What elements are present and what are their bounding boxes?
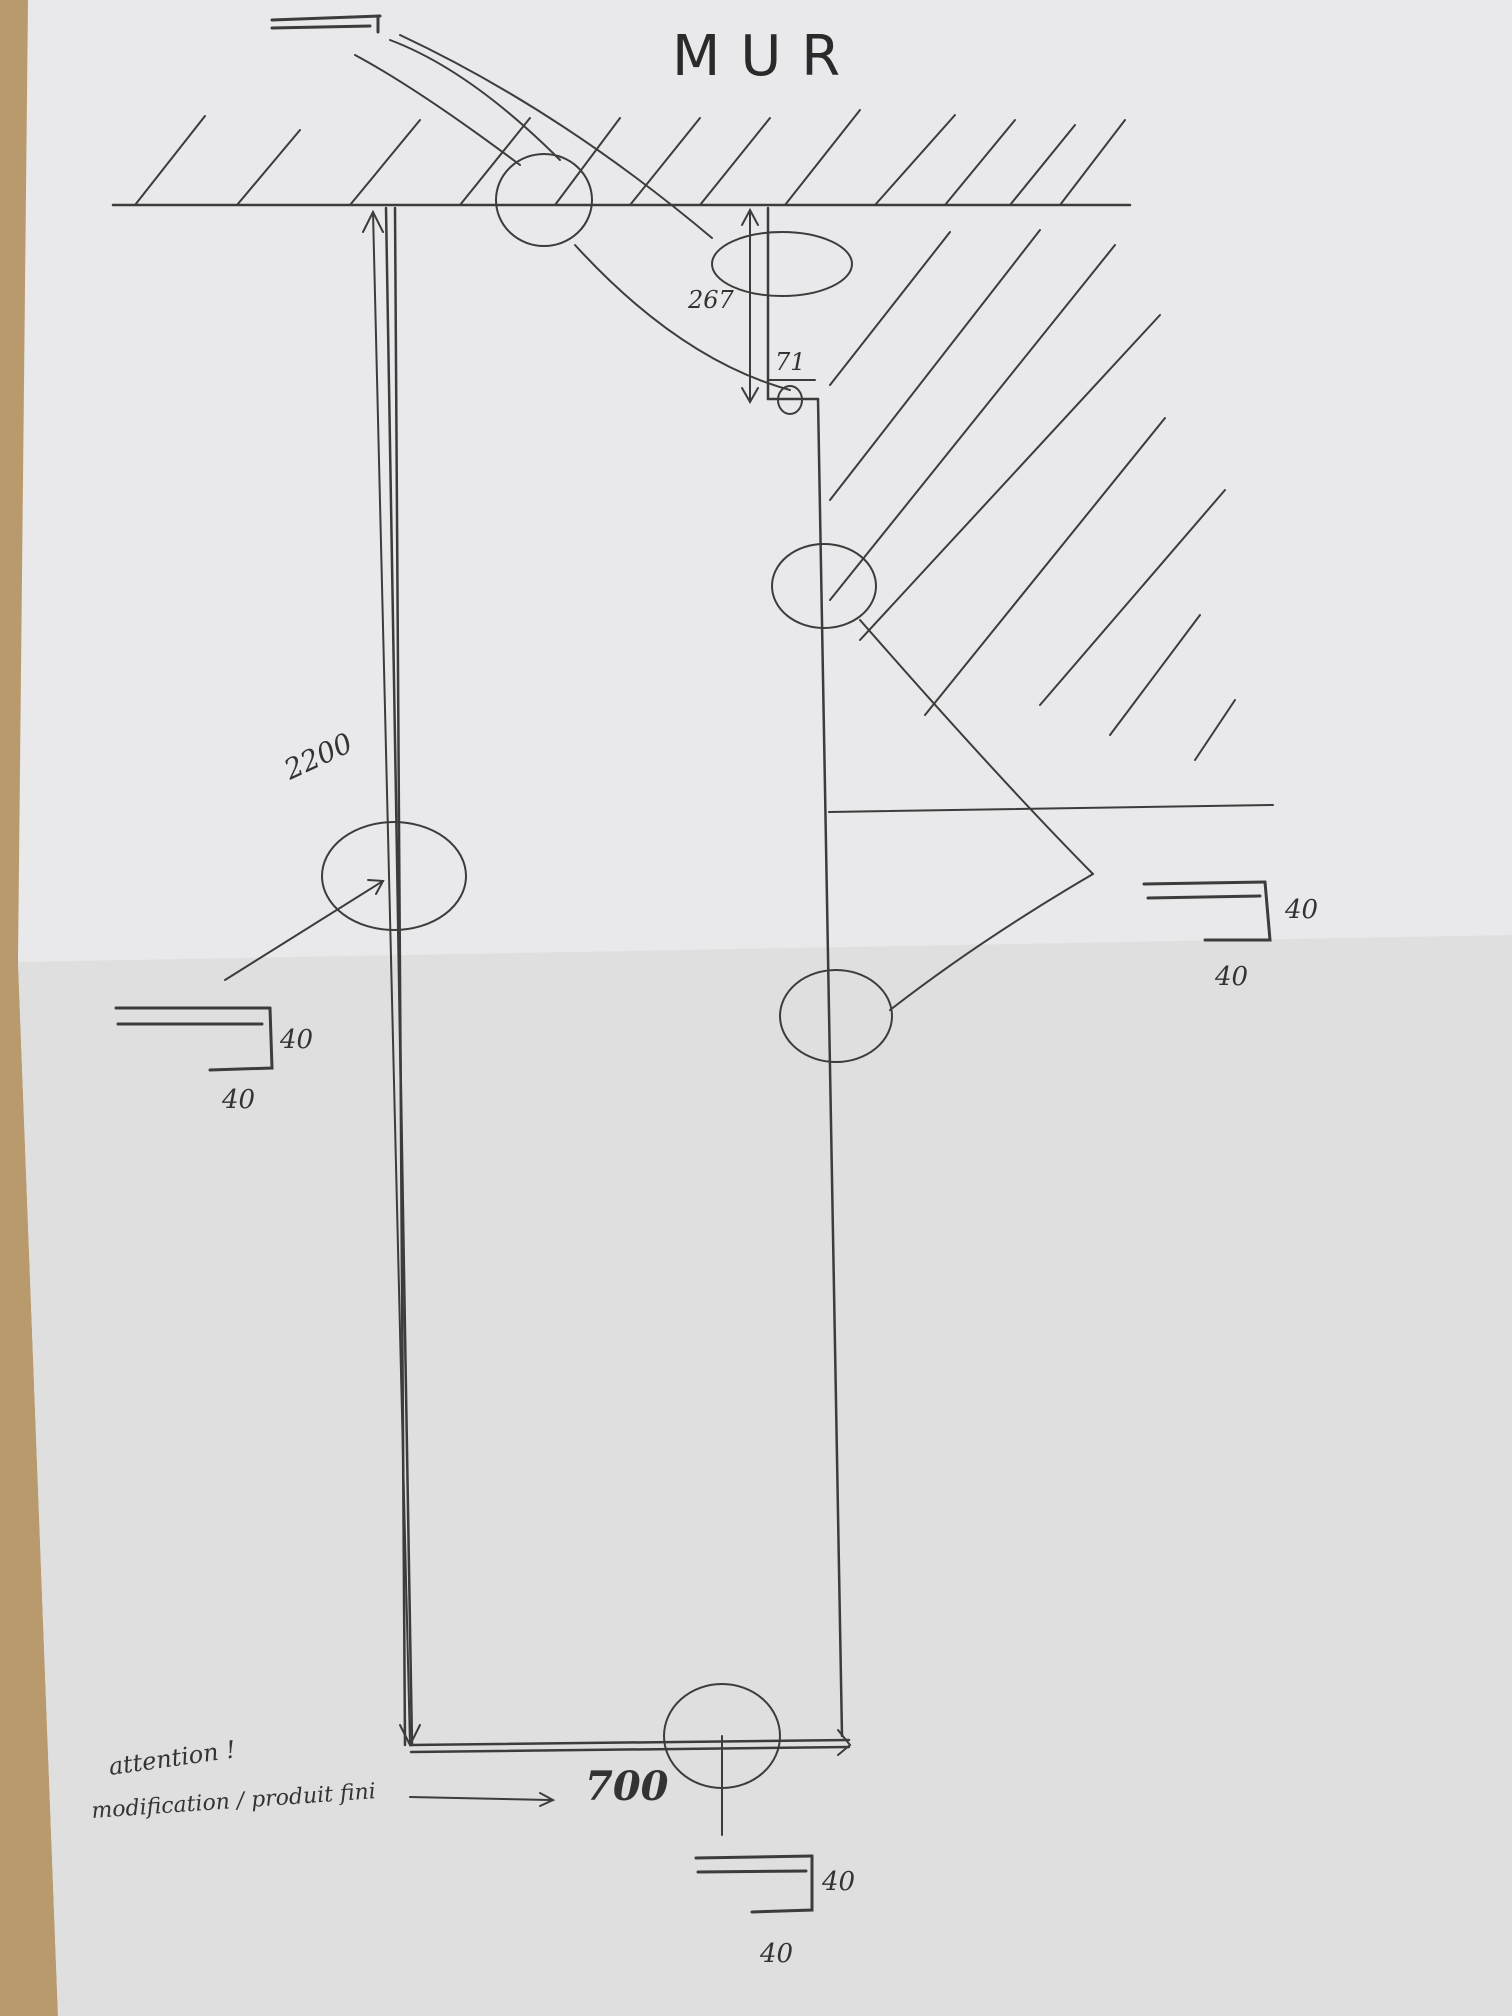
dimension-offset-horizontal: 71 xyxy=(775,348,806,376)
profile-bottom-height: 40 xyxy=(821,1867,855,1897)
profile-left xyxy=(114,1006,274,1072)
hatched-area xyxy=(828,229,1274,813)
dimension-width: 700 xyxy=(585,1763,669,1810)
wall xyxy=(111,109,1132,207)
profile-bottom-width: 40 xyxy=(759,1939,793,1969)
profile-left-height: 40 xyxy=(279,1025,313,1055)
wall-label: MUR xyxy=(672,24,860,89)
wall-hatching xyxy=(134,109,1126,206)
profile-right xyxy=(1142,880,1272,942)
leader-lines xyxy=(224,34,1094,1836)
dimension-offset-vertical: 267 xyxy=(687,286,735,314)
profile-bottom xyxy=(694,1854,814,1914)
dimension-lines xyxy=(362,207,852,1756)
profile-right-width: 40 xyxy=(1214,962,1248,992)
detail-circles xyxy=(321,153,893,1789)
profile-right-height: 40 xyxy=(1284,895,1318,925)
paper-lower-fold xyxy=(18,935,1512,2016)
profile-left-width: 40 xyxy=(221,1085,255,1115)
profile-top-left xyxy=(270,14,382,34)
